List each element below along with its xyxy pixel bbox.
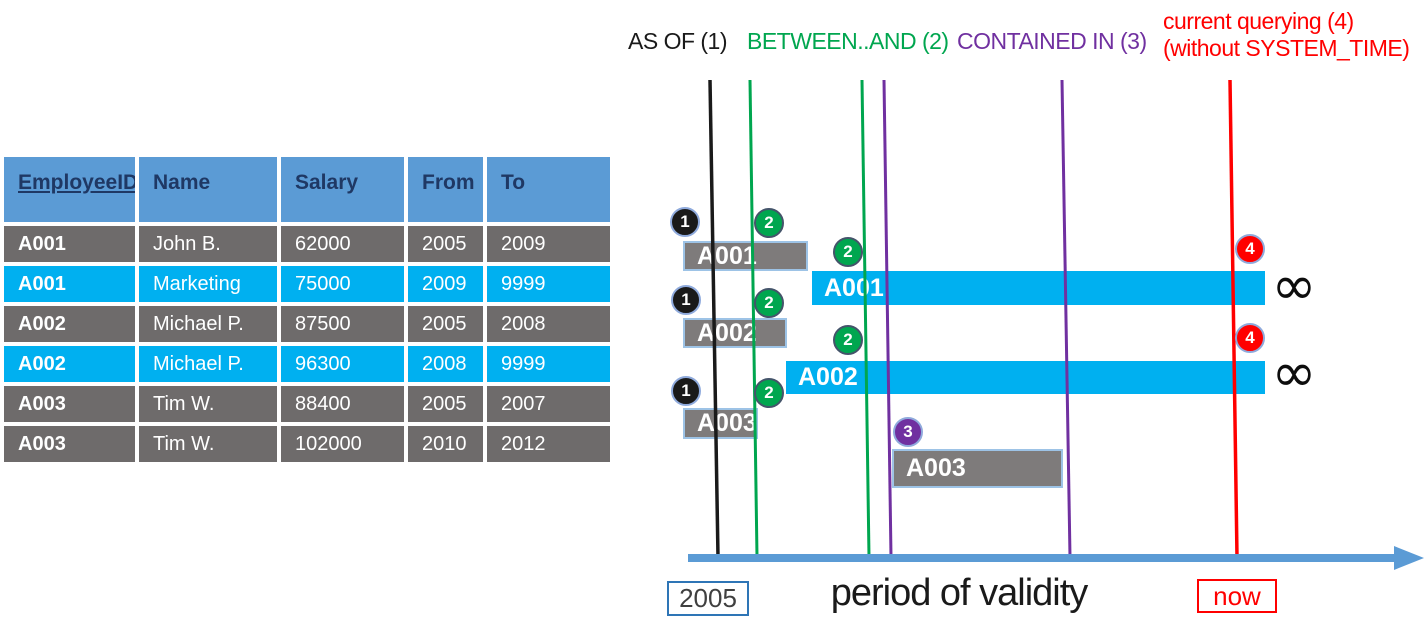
table-row-cell: 2010 xyxy=(408,426,483,462)
validity-bar-a002: A002 xyxy=(683,318,787,348)
table-header-label: From xyxy=(422,171,475,194)
table-row-cell: 2009 xyxy=(408,266,483,302)
table-row-cell: 102000 xyxy=(281,426,404,462)
badge-1: 1 xyxy=(671,376,701,406)
badge-2: 2 xyxy=(833,237,863,267)
legend-between-and-text: BETWEEN..AND (2) xyxy=(747,28,949,54)
legend-current-querying-text: (without SYSTEM_TIME) xyxy=(1163,35,1410,61)
table-row-cell: 9999 xyxy=(487,266,610,302)
badge-2: 2 xyxy=(833,325,863,355)
between-end-line xyxy=(860,79,871,558)
validity-bar-a002: A002 xyxy=(786,361,1265,394)
table-header-label: Salary xyxy=(295,171,359,194)
table-row-cell: John B. xyxy=(139,226,277,262)
table-header-cell: To xyxy=(487,157,610,222)
legend-contained-in: CONTAINED IN (3) xyxy=(957,28,1147,55)
table-header-label: EmployeeID xyxy=(18,171,135,194)
badge-1: 1 xyxy=(671,285,701,315)
table-row-cell: 87500 xyxy=(281,306,404,342)
legend-contained-in-text: CONTAINED IN (3) xyxy=(957,28,1147,54)
table-row-cell: 2005 xyxy=(408,226,483,262)
table-row-cell: Marketing xyxy=(139,266,277,302)
validity-bar-a001: A001 xyxy=(683,241,808,271)
time-axis-arrowhead xyxy=(1394,546,1424,570)
badge-2: 2 xyxy=(754,378,784,408)
table-header-cell: Name xyxy=(139,157,277,222)
table-row-cell: 75000 xyxy=(281,266,404,302)
validity-bar-a003: A003 xyxy=(683,408,758,439)
table-row-cell: Tim W. xyxy=(139,386,277,422)
table-row-cell: 2008 xyxy=(408,346,483,382)
table-row-cell: A001 xyxy=(4,226,135,262)
axis-start-label: 2005 xyxy=(667,581,749,616)
table-row-cell: A001 xyxy=(4,266,135,302)
table-row-cell: 2005 xyxy=(408,306,483,342)
table-row-cell: 88400 xyxy=(281,386,404,422)
legend-current-querying: current querying (4)(without SYSTEM_TIME… xyxy=(1163,8,1410,62)
table-row-cell: 2009 xyxy=(487,226,610,262)
table-row-cell: 2012 xyxy=(487,426,610,462)
table-row-cell: Michael P. xyxy=(139,346,277,382)
table-row-cell: A002 xyxy=(4,306,135,342)
table-row-cell: A002 xyxy=(4,346,135,382)
table-header-label: To xyxy=(501,171,526,194)
table-row-cell: Michael P. xyxy=(139,306,277,342)
legend-as-of-text: AS OF (1) xyxy=(628,28,728,54)
table-header-cell: Salary xyxy=(281,157,404,222)
now-line xyxy=(1228,79,1239,558)
infinity-icon: ∞ xyxy=(1271,340,1317,404)
table-row-cell: 2008 xyxy=(487,306,610,342)
table-header-cell: EmployeeID xyxy=(4,157,135,222)
contained-end-line xyxy=(1060,79,1072,558)
badge-2: 2 xyxy=(754,208,784,238)
badge-4: 4 xyxy=(1235,234,1265,264)
badge-2: 2 xyxy=(754,288,784,318)
time-axis xyxy=(688,554,1396,562)
table-row-cell: A003 xyxy=(4,426,135,462)
legend-between-and: BETWEEN..AND (2) xyxy=(747,28,949,55)
axis-now-label: now xyxy=(1197,579,1277,613)
table-row-cell: 62000 xyxy=(281,226,404,262)
table-row-cell: 2005 xyxy=(408,386,483,422)
table-row-cell: 9999 xyxy=(487,346,610,382)
badge-1: 1 xyxy=(670,207,700,237)
validity-bar-a001: A001 xyxy=(812,271,1265,305)
table-row-cell: A003 xyxy=(4,386,135,422)
legend-as-of: AS OF (1) xyxy=(628,28,728,55)
badge-4: 4 xyxy=(1235,323,1265,353)
table-row-cell: Tim W. xyxy=(139,426,277,462)
legend-current-querying-text: current querying (4) xyxy=(1163,8,1354,34)
axis-caption: period of validity xyxy=(830,572,1089,614)
table-row-cell: 2007 xyxy=(487,386,610,422)
contained-start-line xyxy=(882,79,893,558)
table-row-cell: 96300 xyxy=(281,346,404,382)
validity-bar-a003: A003 xyxy=(892,449,1063,488)
badge-3: 3 xyxy=(893,417,923,447)
table-header-cell: From xyxy=(408,157,483,222)
infinity-icon: ∞ xyxy=(1271,253,1317,317)
table-header-label: Name xyxy=(153,171,211,194)
